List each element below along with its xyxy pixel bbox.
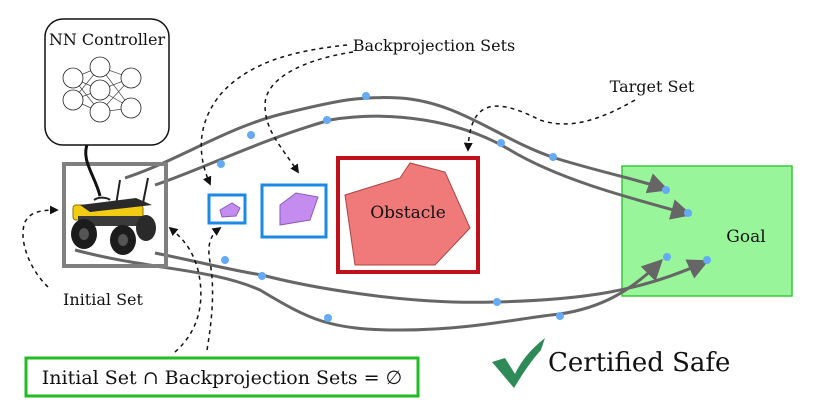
waypoint bbox=[497, 139, 505, 147]
equation-text: Initial Set ∩ Backprojection Sets = ∅ bbox=[42, 367, 402, 389]
waypoint bbox=[663, 253, 671, 261]
controller-cable bbox=[84, 141, 102, 197]
initial-set-arrow bbox=[22, 205, 59, 288]
waypoint bbox=[323, 116, 331, 124]
waypoint bbox=[662, 186, 670, 194]
trajectory-top-outer bbox=[124, 96, 669, 194]
equation-arrow-to-initial-set bbox=[168, 226, 202, 353]
waypoint bbox=[247, 131, 255, 139]
trajectory-bottom-outer bbox=[74, 248, 663, 332]
waypoint bbox=[258, 272, 266, 280]
obstacle-box bbox=[336, 156, 480, 274]
target-set-arrow bbox=[463, 99, 636, 152]
neural-network-icon bbox=[62, 56, 142, 123]
backprojection-sets-label: Backprojection Sets bbox=[353, 36, 516, 55]
equation-arrow-to-backprojection bbox=[206, 226, 222, 351]
waypoint bbox=[684, 209, 692, 217]
waypoint bbox=[362, 92, 370, 100]
certified-safe-label: Certified Safe bbox=[548, 348, 730, 378]
checkmark-icon bbox=[492, 338, 545, 388]
waypoint bbox=[217, 160, 225, 168]
waypoint bbox=[556, 312, 564, 320]
backprojection-set-shape-small bbox=[219, 202, 241, 218]
backprojection-set-box-small bbox=[207, 193, 247, 225]
trajectory-top-inner bbox=[154, 114, 693, 220]
waypoint bbox=[493, 298, 501, 306]
waypoint bbox=[703, 256, 711, 264]
waypoint bbox=[549, 153, 557, 161]
backprojection-set-shape-large bbox=[279, 192, 319, 226]
initial-set-label: Initial Set bbox=[63, 290, 143, 309]
goal-label: Goal bbox=[726, 227, 765, 247]
backprojection-set-box-large bbox=[260, 183, 328, 239]
robot-rover-icon bbox=[71, 177, 156, 255]
waypoint bbox=[324, 314, 332, 322]
obstacle-shape bbox=[344, 162, 471, 266]
goal-region bbox=[621, 165, 793, 297]
trajectory-bottom-inner bbox=[154, 251, 709, 304]
waypoints bbox=[217, 92, 711, 322]
nn-controller-label: NN Controller bbox=[49, 30, 166, 49]
equation-box bbox=[24, 356, 420, 398]
initial-set-box bbox=[62, 162, 168, 268]
obstacle-label: Obstacle bbox=[370, 203, 446, 223]
target-set-label: Target Set bbox=[610, 77, 695, 96]
waypoint bbox=[221, 256, 229, 264]
backprojection-arrow-large bbox=[264, 51, 354, 174]
